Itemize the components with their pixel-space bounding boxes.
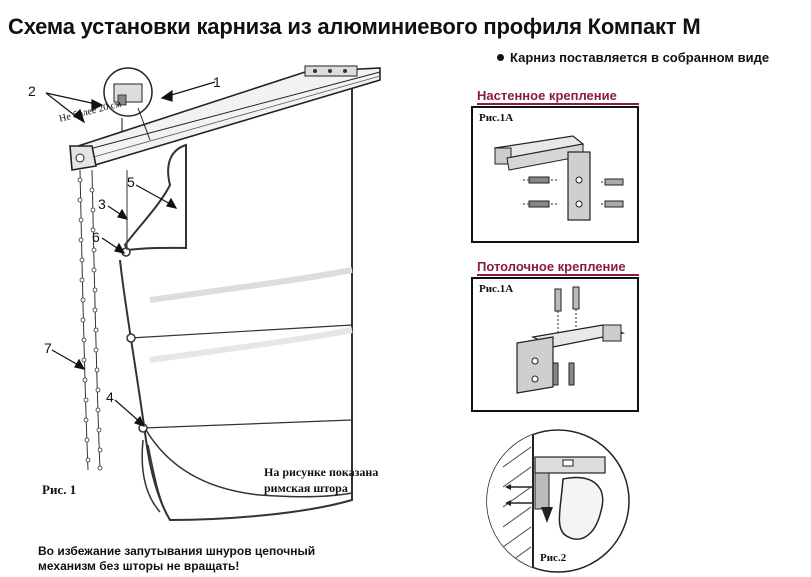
ceiling-bracket-drawing bbox=[516, 286, 626, 394]
callout-4: 4 bbox=[106, 389, 114, 405]
ceiling-mount-box: Рис.1А bbox=[471, 277, 639, 412]
fig2-detail bbox=[486, 429, 630, 573]
curtain-fold bbox=[149, 327, 353, 363]
assembled-note-text: Карниз поставляется в собранном виде bbox=[510, 50, 770, 65]
wall-mount-box: Рис.1А bbox=[471, 106, 639, 243]
cornice-rail bbox=[69, 65, 381, 171]
callout-arrows bbox=[45, 81, 216, 427]
ceiling-fig-label: Рис.1А bbox=[479, 283, 514, 295]
roman-blind-caption: На рисунке показана римская штора bbox=[264, 464, 378, 496]
page-title: Схема установки карниза из алюминиевого … bbox=[8, 14, 701, 39]
curtain-fold-line bbox=[145, 429, 353, 498]
bullet-icon bbox=[497, 54, 504, 62]
ceiling-mount-underline bbox=[477, 274, 639, 276]
ring bbox=[126, 333, 136, 343]
curtain-rod-line bbox=[129, 324, 353, 339]
bead-chain-7 bbox=[77, 169, 103, 471]
callout-7: 7 bbox=[44, 340, 52, 356]
wall-fig-label: Рис.1А bbox=[479, 112, 514, 124]
assembled-note: Карниз поставляется в собранном виде bbox=[497, 50, 769, 65]
fig2-label: Рис.2 bbox=[540, 552, 567, 564]
ceiling-mount-heading: Потолочное крепление bbox=[477, 259, 626, 274]
curtain-rod-line bbox=[142, 419, 353, 429]
caption-line: римская штора bbox=[264, 481, 348, 495]
fig1-label: Рис. 1 bbox=[42, 482, 77, 497]
callout-6: 6 bbox=[92, 229, 100, 245]
bracket-detail bbox=[103, 67, 153, 141]
wall-bracket-drawing bbox=[493, 135, 624, 221]
wall-mount-heading: Настенное крепление bbox=[477, 88, 617, 103]
callout-1: 1 bbox=[213, 74, 221, 90]
callout-5: 5 bbox=[127, 174, 135, 190]
main-installation-figure bbox=[45, 65, 381, 522]
curtain-fold-line bbox=[147, 444, 171, 521]
warning-text: Во избежание запутывания шнуров цепочный… bbox=[38, 544, 398, 574]
warning-line: механизм без шторы не вращать! bbox=[38, 559, 240, 573]
caption-line: На рисунке показана bbox=[264, 465, 379, 479]
curtain-fold-line bbox=[141, 439, 161, 513]
wall-mount-underline bbox=[477, 103, 639, 105]
curtain-flap bbox=[123, 143, 187, 252]
curtain-fold bbox=[149, 267, 353, 303]
warning-line: Во избежание запутывания шнуров цепочный bbox=[38, 544, 316, 558]
callout-3: 3 bbox=[98, 196, 106, 212]
callout-2: 2 bbox=[28, 83, 36, 99]
